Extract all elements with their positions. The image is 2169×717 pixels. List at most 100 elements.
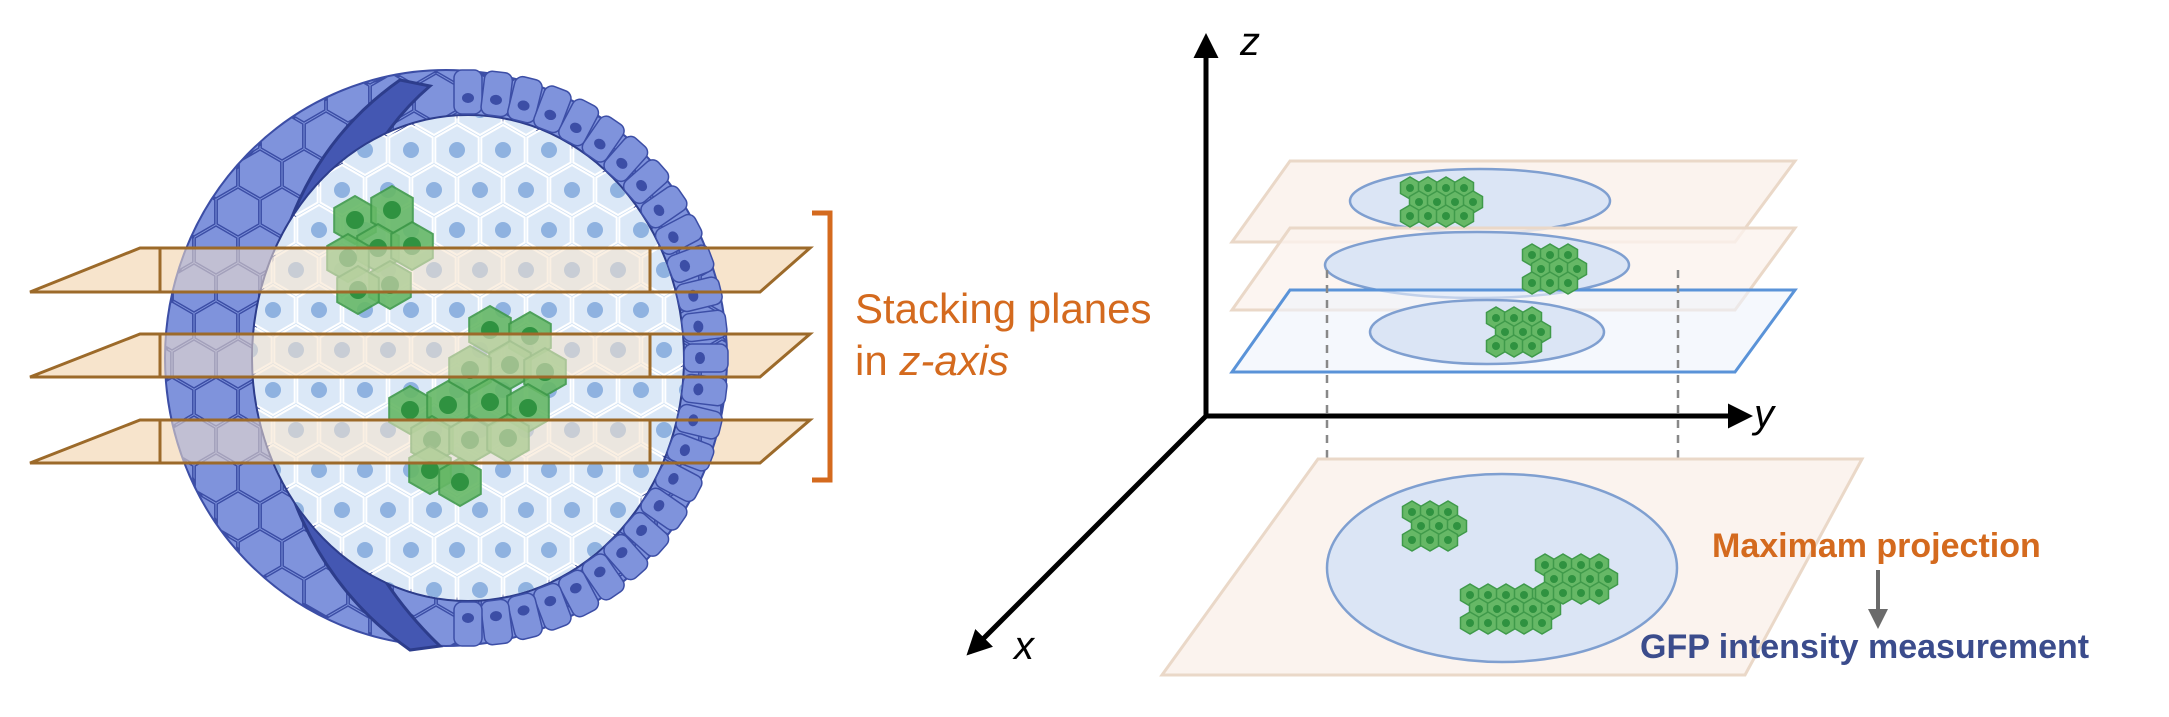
inner-cell-nucleus (495, 222, 511, 238)
inner-cell-nucleus (403, 542, 419, 558)
outer-cell (166, 187, 172, 237)
gfp-cluster-nucleus (1460, 184, 1468, 192)
stacking-label-axis: z-axis (899, 337, 1010, 384)
outer-cell (166, 491, 172, 541)
gfp-cluster-nucleus (1469, 198, 1477, 206)
gfp-cluster-nucleus (1453, 522, 1461, 530)
inner-cell-nucleus (633, 462, 649, 478)
y-axis-label: y (1754, 392, 1774, 436)
gfp-cluster-nucleus (1604, 575, 1612, 583)
gfp-cluster-nucleus (1538, 619, 1546, 627)
gfp-cluster-nucleus (1492, 314, 1500, 322)
outer-cell (700, 567, 726, 617)
outer-cell (238, 605, 282, 645)
inner-cell-nucleus (449, 142, 465, 158)
inner-cell-nucleus (679, 542, 683, 558)
inner-cell (253, 116, 273, 137)
inner-cell-nucleus (357, 542, 373, 558)
gfp-cluster-nucleus (1595, 561, 1603, 569)
inner-cell-nucleus (679, 142, 683, 158)
inner-cell-nucleus (311, 462, 327, 478)
rim-cell (603, 533, 649, 581)
outer-cell (722, 149, 726, 199)
gfp-cell-nucleus (346, 211, 364, 229)
inner-cell-nucleus (472, 502, 488, 518)
rim-cell (507, 592, 543, 641)
inner-cell-nucleus (633, 302, 649, 318)
gfp-cluster-nucleus (1568, 575, 1576, 583)
outer-cell (172, 567, 216, 617)
outer-cell (166, 71, 172, 85)
gfp-cluster-nucleus (1520, 591, 1528, 599)
rim-cell (558, 98, 600, 147)
rim-cell (453, 69, 483, 115)
gfp-cell-nucleus (451, 473, 469, 491)
outer-cell (172, 71, 216, 85)
stacking-label-prefix: in (855, 337, 900, 384)
rim-cell (683, 343, 729, 373)
outer-cell (304, 71, 348, 85)
rim-cell (640, 185, 688, 229)
gfp-cluster-nucleus (1550, 575, 1558, 583)
outer-cell (678, 529, 722, 579)
outer-cell (216, 187, 260, 237)
inner-cell-nucleus (449, 542, 465, 558)
gfp-cluster-nucleus (1426, 536, 1434, 544)
inner-cell-nucleus (311, 302, 327, 318)
gfp-cell-nucleus (481, 393, 499, 411)
gfp-clusters-projection (1399, 176, 1619, 635)
inner-cell-nucleus (541, 302, 557, 318)
outer-cell (678, 149, 722, 199)
gfp-cluster-nucleus (1595, 589, 1603, 597)
gfp-cluster-nucleus (1577, 561, 1585, 569)
outer-cell (722, 529, 726, 579)
inner-cell-nucleus (253, 116, 258, 118)
inner-cell-nucleus (449, 302, 465, 318)
gfp-cluster-nucleus (1564, 279, 1572, 287)
outer-cell (216, 567, 260, 617)
gfp-cluster-nucleus (1475, 605, 1483, 613)
gfp-cluster-nucleus (1546, 279, 1554, 287)
gfp-cluster-nucleus (1408, 536, 1416, 544)
inner-cell-nucleus (426, 182, 442, 198)
gfp-cluster-nucleus (1417, 522, 1425, 530)
outer-cell (166, 529, 194, 579)
outer-cell (656, 71, 700, 85)
outer-cell (700, 71, 726, 85)
rim-cell (622, 159, 670, 205)
rim-cell (533, 582, 572, 631)
rim-cell (480, 70, 514, 118)
rim-cell (640, 487, 688, 531)
gfp-cluster-nucleus (1528, 342, 1536, 350)
rim-cell (675, 276, 723, 313)
inner-cell-nucleus (265, 302, 281, 318)
gfp-cluster-nucleus (1501, 328, 1509, 336)
outer-cell (700, 111, 726, 161)
outer-cell (166, 149, 194, 199)
inner-cell-nucleus (472, 582, 488, 598)
gfp-cluster-nucleus (1502, 591, 1510, 599)
outer-cell (634, 605, 678, 645)
inner-cell-nucleus (426, 582, 442, 598)
rim-cell (558, 569, 600, 618)
gfp-cluster-nucleus (1511, 605, 1519, 613)
gfp-measurement-label: GFP intensity measurement (1640, 628, 2090, 666)
gfp-cluster-nucleus (1444, 536, 1452, 544)
gfp-cell-nucleus (401, 401, 419, 419)
stacking-label-line1: Stacking planes (855, 285, 1152, 332)
outer-cell (194, 73, 238, 123)
outer-cell (216, 491, 260, 541)
stack-bracket (812, 210, 833, 483)
stacking-label-line2: in z-axis (855, 335, 1152, 387)
gfp-cluster-nucleus (1415, 198, 1423, 206)
gfp-cluster-nucleus (1541, 589, 1549, 597)
outer-cell (172, 111, 216, 161)
inner-cell-nucleus (656, 582, 672, 598)
rim-cell (507, 75, 543, 124)
outer-cell (678, 605, 722, 645)
gfp-cluster-nucleus (1559, 589, 1567, 597)
rim-cell (666, 244, 715, 284)
inner-cell (641, 116, 683, 137)
outer-cell (612, 71, 656, 85)
